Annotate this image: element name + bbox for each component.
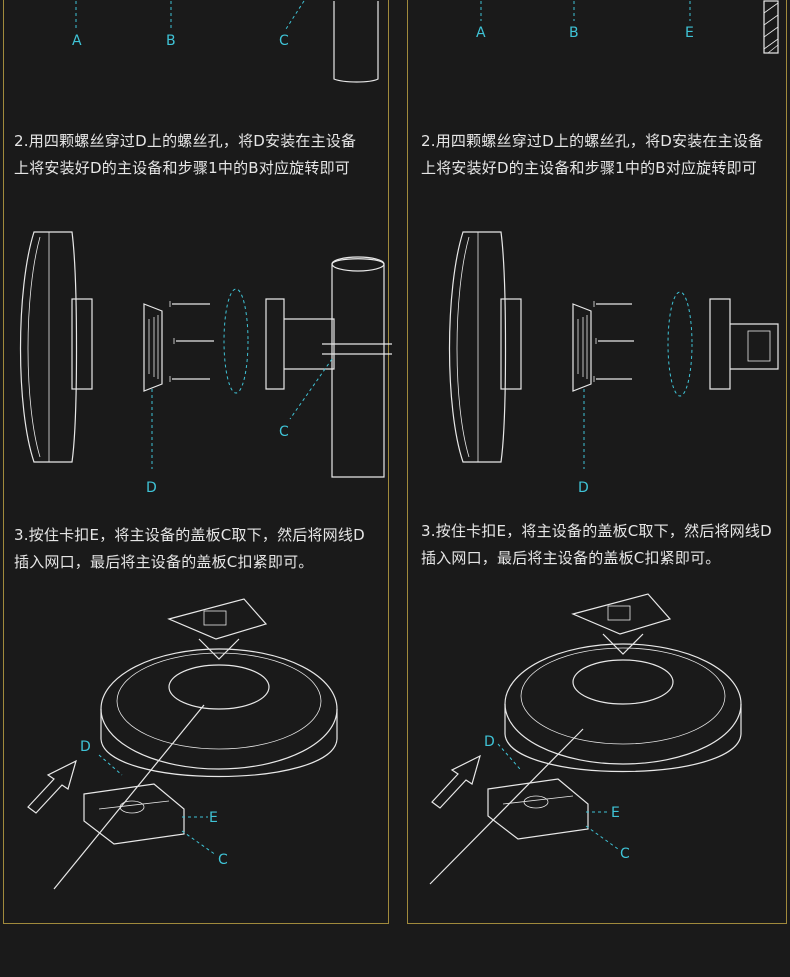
mount-plate-d xyxy=(572,303,592,469)
step3-text: 3.按住卡扣E，将主设备的盖板C取下，然后将网线D 插入网口，最后将主设备的盖板… xyxy=(421,518,772,572)
screws xyxy=(593,301,634,382)
illustration-right: A B E D xyxy=(429,0,779,885)
leader-d xyxy=(497,743,521,770)
rotation-ellipse xyxy=(223,288,249,394)
bracket-with-pole xyxy=(265,256,392,478)
label-c: C xyxy=(279,33,289,49)
device-side-view xyxy=(19,231,93,463)
network-cable xyxy=(53,704,205,890)
cover-c xyxy=(83,783,185,845)
label-e: E xyxy=(685,25,694,41)
bracket xyxy=(709,298,779,390)
label-d-fig2: D xyxy=(578,480,589,496)
step3-line2: 插入网口，最后将主设备的盖板C扣紧即可。 xyxy=(14,553,314,571)
step2-line2: 上将安装好D的主设备和步骤1中的B对应旋转即可 xyxy=(14,159,350,177)
insert-arrow xyxy=(431,754,481,809)
instruction-panel-left: A B C C xyxy=(3,0,392,924)
device-top-view xyxy=(504,593,742,772)
step2-line1: 2.用四颗螺丝穿过D上的螺丝孔，将D安装在主设备 xyxy=(14,132,357,150)
wall-hatch xyxy=(763,0,779,54)
bracket-plate xyxy=(167,598,268,640)
label-e-fig3: E xyxy=(611,805,620,821)
cover-c xyxy=(487,778,589,840)
screws xyxy=(169,301,214,382)
leader-c xyxy=(285,0,305,30)
step2-line1: 2.用四颗螺丝穿过D上的螺丝孔，将D安装在主设备 xyxy=(421,132,764,150)
leader-c3 xyxy=(181,830,217,856)
label-c-fig2: C xyxy=(279,424,289,440)
leader-c3 xyxy=(585,825,619,850)
label-b: B xyxy=(569,25,579,41)
step3-line1: 3.按住卡扣E，将主设备的盖板C取下，然后将网线D xyxy=(14,526,365,544)
step2-line2: 上将安装好D的主设备和步骤1中的B对应旋转即可 xyxy=(421,159,757,177)
label-c-fig3: C xyxy=(620,846,630,862)
label-e-fig3: E xyxy=(209,810,218,826)
label-c-fig3: C xyxy=(218,852,228,868)
label-a: A xyxy=(72,33,82,49)
illustration-left: A B C C xyxy=(19,0,392,890)
leader-d xyxy=(98,754,123,776)
device-top-view xyxy=(100,598,338,777)
step2-text: 2.用四颗螺丝穿过D上的螺丝孔，将D安装在主设备 上将安装好D的主设备和步骤1中… xyxy=(14,128,356,182)
label-a: A xyxy=(476,25,486,41)
mount-plate-d xyxy=(143,303,163,469)
label-d-fig3: D xyxy=(80,739,91,755)
label-d-fig3: D xyxy=(484,734,495,750)
step3-line1: 3.按住卡扣E，将主设备的盖板C取下，然后将网线D xyxy=(421,522,772,540)
step3-line2: 插入网口，最后将主设备的盖板C扣紧即可。 xyxy=(421,549,721,567)
network-cable xyxy=(429,728,584,885)
step2-text: 2.用四颗螺丝穿过D上的螺丝孔，将D安装在主设备 上将安装好D的主设备和步骤1中… xyxy=(421,128,763,182)
instruction-panel-right: A B E D xyxy=(407,0,787,924)
device-side-view xyxy=(448,231,522,463)
label-d-fig2: D xyxy=(146,480,157,496)
pole-bottom xyxy=(333,1,379,83)
bracket-plate xyxy=(571,593,672,635)
label-b: B xyxy=(166,33,176,49)
step3-text: 3.按住卡扣E，将主设备的盖板C取下，然后将网线D 插入网口，最后将主设备的盖板… xyxy=(14,522,365,576)
rotation-ellipse xyxy=(667,291,693,397)
insert-arrow xyxy=(27,759,77,814)
